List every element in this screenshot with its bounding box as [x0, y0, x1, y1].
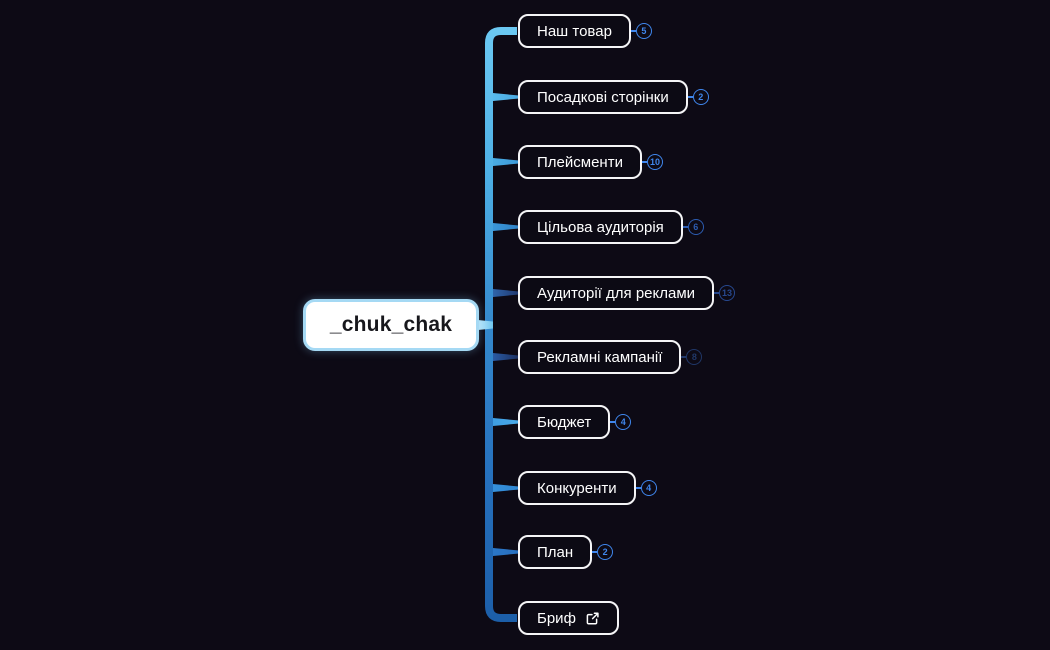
node-label: Плейсменти — [537, 153, 623, 171]
node-label: Бюджет — [537, 413, 592, 431]
child-count-badge[interactable]: 5 — [630, 23, 652, 39]
child-count-badge[interactable]: 4 — [610, 414, 632, 430]
child-count-badge[interactable]: 13 — [714, 285, 736, 301]
node-row: Посадкові сторінки 2 — [518, 80, 709, 114]
mindmap-node-reklamni-kampanii[interactable]: Рекламні кампанії — [518, 340, 682, 374]
node-row: Конкуренти 4 — [518, 471, 657, 505]
node-label: Наш товар — [537, 22, 612, 40]
node-label: Бриф — [537, 609, 576, 627]
mindmap-node-posadkovi-storinky[interactable]: Посадкові сторінки — [518, 80, 688, 114]
mindmap-node-nash-tovar[interactable]: Наш товар — [518, 14, 631, 48]
mindmap-node-plan[interactable]: План — [518, 535, 593, 569]
badge-count: 13 — [719, 285, 736, 301]
mindmap-node-konkurenty[interactable]: Конкуренти — [518, 471, 636, 505]
badge-connector — [714, 292, 720, 294]
child-count-badge[interactable]: 6 — [682, 219, 704, 235]
node-row: Плейсменти 10 — [518, 145, 663, 179]
badge-connector — [687, 96, 693, 98]
node-row: Аудиторії для реклами 13 — [518, 276, 736, 310]
node-row: Рекламні кампанії 8 — [518, 340, 703, 374]
badge-count: 4 — [640, 480, 657, 496]
child-count-badge[interactable]: 2 — [592, 544, 614, 560]
child-count-badge[interactable]: 2 — [687, 89, 709, 105]
badge-count: 8 — [686, 349, 703, 365]
child-count-badge[interactable]: 4 — [635, 480, 657, 496]
node-label: Цільова аудиторія — [537, 218, 664, 236]
node-row: Наш товар 5 — [518, 14, 652, 48]
mindmap-node-tsilova-audytoriya[interactable]: Цільова аудиторія — [518, 210, 683, 244]
badge-connector — [592, 551, 598, 553]
badge-count: 5 — [635, 23, 652, 39]
badge-count: 2 — [597, 544, 614, 560]
node-label: Посадкові сторінки — [537, 88, 669, 106]
badge-count: 10 — [646, 154, 663, 170]
mindmap-node-byudzhet[interactable]: Бюджет — [518, 405, 611, 439]
badge-connector — [635, 487, 641, 489]
badge-connector — [681, 356, 687, 358]
badge-count: 6 — [687, 219, 704, 235]
root-node[interactable]: _chuk_chak — [303, 299, 479, 351]
node-row: Бюджет 4 — [518, 405, 632, 439]
node-label: План — [537, 543, 574, 561]
node-label: Рекламні кампанії — [537, 348, 663, 366]
mindmap-node-audytorii-dlya-reklamy[interactable]: Аудиторії для реклами — [518, 276, 715, 310]
node-row: Бриф — [518, 601, 619, 635]
badge-connector — [641, 161, 647, 163]
badge-connector — [610, 421, 616, 423]
external-link-icon — [585, 611, 600, 626]
mindmap-node-bryf[interactable]: Бриф — [518, 601, 619, 635]
badge-count: 2 — [692, 89, 709, 105]
node-label: Аудиторії для реклами — [537, 284, 696, 302]
node-row: План 2 — [518, 535, 614, 569]
child-count-badge[interactable]: 8 — [681, 349, 703, 365]
badge-connector — [630, 30, 636, 32]
node-row: Цільова аудиторія 6 — [518, 210, 704, 244]
badge-count: 4 — [615, 414, 632, 430]
root-node-label: _chuk_chak — [329, 313, 453, 336]
mindmap-node-pleysmenty[interactable]: Плейсменти — [518, 145, 642, 179]
badge-connector — [682, 226, 688, 228]
node-label: Конкуренти — [537, 479, 617, 497]
child-count-badge[interactable]: 10 — [641, 154, 663, 170]
